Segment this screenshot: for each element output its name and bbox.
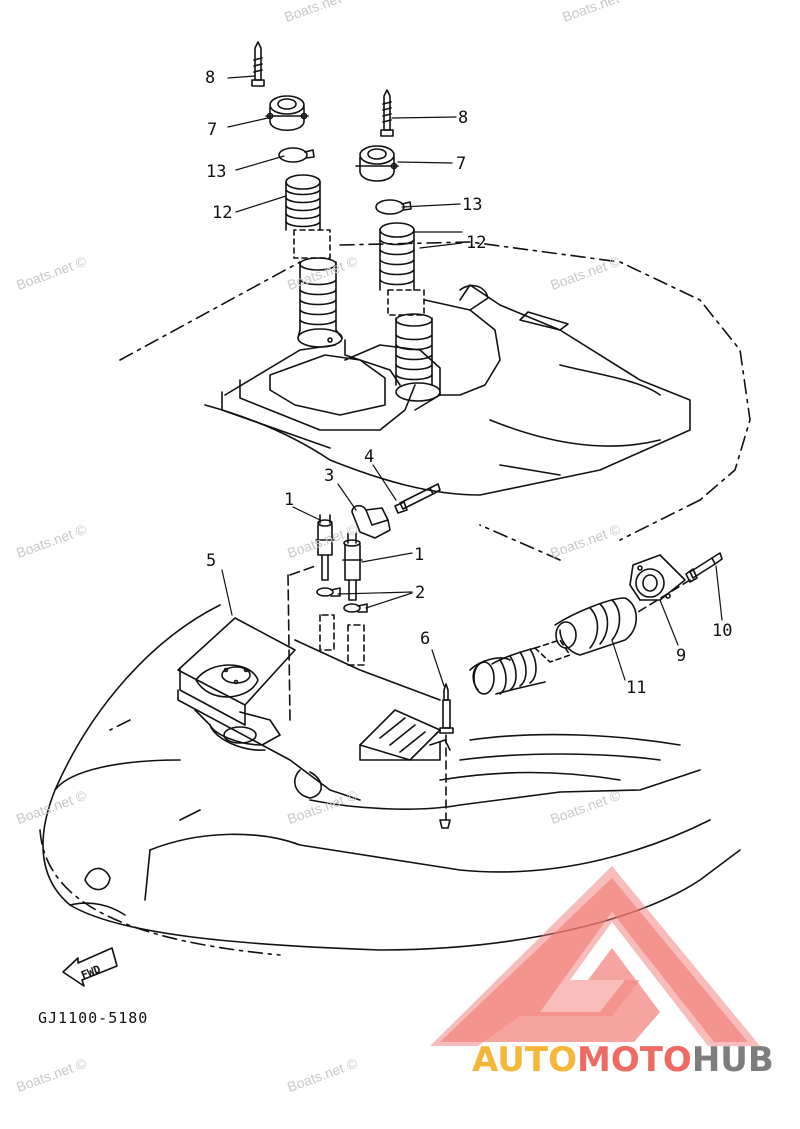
- brand-hub: HUB: [691, 1040, 774, 1080]
- callout-label: 11: [626, 678, 646, 698]
- callout-label: 13: [462, 195, 482, 215]
- upper-deck: [204, 284, 691, 496]
- leader-lines: [221, 75, 723, 687]
- callout-label: 12: [466, 233, 486, 253]
- callout-label: 5: [206, 551, 216, 571]
- callout-label: 1: [414, 545, 424, 565]
- callout-label: 12: [212, 203, 232, 223]
- upper-deck-outline: [119, 241, 751, 561]
- callout-label: 2: [415, 583, 425, 603]
- right-vent-assembly: [355, 89, 441, 402]
- brand-auto: AUTO: [472, 1040, 577, 1080]
- callout-label: 7: [456, 154, 466, 174]
- callout-label: 6: [420, 629, 430, 649]
- middle-vent-parts: [287, 483, 441, 721]
- fwd-label: FWD: [79, 962, 103, 982]
- brand-moto: MOTO: [576, 1040, 692, 1080]
- callout-label: 8: [205, 68, 215, 88]
- callout-label: 10: [712, 621, 732, 641]
- callout-label: 7: [207, 120, 217, 140]
- callout-label: 13: [206, 162, 226, 182]
- left-vent-assembly: [251, 41, 343, 348]
- automotohub-logo-icon: [430, 866, 760, 1046]
- lower-hull: [42, 552, 741, 951]
- fwd-arrow-icon: [62, 947, 118, 987]
- callout-labels: 8 7 13 12 8 7 13 12 4 3 1 1 2 5 6 11 9 1…: [205, 68, 732, 698]
- callout-label: 3: [324, 466, 334, 486]
- callout-label: 1: [284, 490, 294, 510]
- brand-wordmark: AUTOMOTOHUB: [472, 1040, 774, 1080]
- callout-label: 8: [458, 108, 468, 128]
- hull-dashed: [39, 719, 281, 956]
- callout-label: 9: [676, 646, 686, 666]
- callout-label: 4: [364, 447, 374, 467]
- part-code: GJ1100-5180: [38, 1009, 148, 1027]
